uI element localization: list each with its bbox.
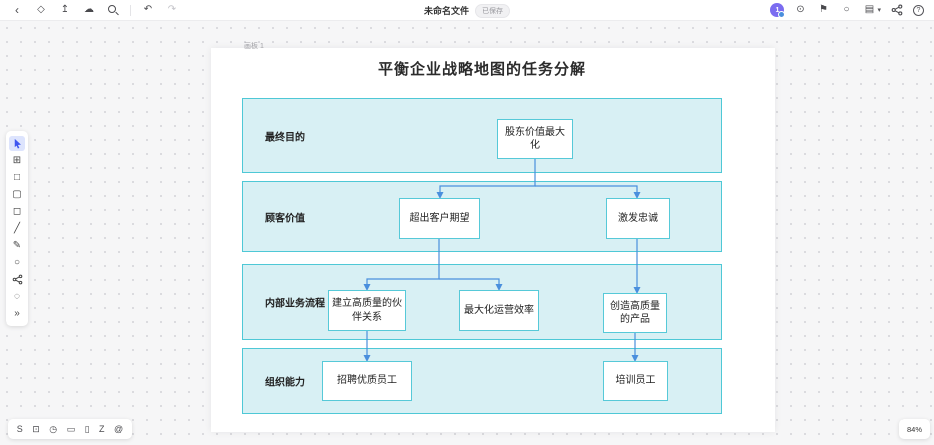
pencil-icon: ✎: [12, 240, 22, 251]
help-icon[interactable]: ?: [913, 4, 924, 16]
shapes-icon[interactable]: ◇: [37, 4, 45, 15]
select-tool[interactable]: [9, 136, 25, 151]
toolbar-right-group: 1 ⊙ ⚑ ○ ▤ ▾ ?: [770, 3, 934, 18]
share-icon[interactable]: [890, 3, 904, 17]
node-operational-efficiency[interactable]: 最大化运营效率: [459, 290, 539, 331]
history-icon[interactable]: @: [114, 423, 124, 434]
square-tool[interactable]: ◻: [9, 204, 25, 219]
avatar[interactable]: 1: [770, 3, 786, 18]
expand-tools-button[interactable]: »: [9, 306, 25, 321]
top-toolbar: ‹ ◇ ↥ ☁ ↶ ↷ 未命名文件 已保存 1 ⊙ ⚑ ○ ▤ ▾ ?: [0, 0, 934, 21]
node-quality-products[interactable]: 创造高质量的产品: [603, 293, 667, 333]
document-title-group: 未命名文件 已保存: [0, 0, 934, 21]
rectangle-tool[interactable]: □: [9, 170, 25, 185]
node-inspire-loyalty[interactable]: 激发忠诚: [606, 198, 670, 239]
bottom-toolbar: S ⊡ ◷ ▭ ▯ Z @: [8, 419, 132, 439]
overview-icon[interactable]: ⊡: [32, 423, 40, 434]
note-icon: ▢: [12, 189, 22, 200]
toolbar-divider: [130, 4, 131, 16]
cloud-sync-icon[interactable]: ☁: [84, 4, 94, 15]
connector-lines: [363, 159, 641, 362]
ellipse-tool[interactable]: ○: [9, 255, 25, 270]
focus-mode-icon[interactable]: ⊙: [796, 4, 805, 15]
node-train-employees[interactable]: 培训员工: [603, 361, 668, 401]
lane-label: 最终目的: [265, 132, 305, 143]
lane-label: 组织能力: [265, 377, 305, 389]
magnifier-glyph: [107, 4, 119, 16]
layout-icon: ▤: [864, 4, 875, 15]
redo-icon[interactable]: ↷: [167, 4, 177, 15]
chevron-down-icon: ▾: [877, 7, 881, 14]
cursor-icon: [14, 138, 21, 149]
timer-icon[interactable]: ◷: [49, 423, 58, 434]
layout-menu-button[interactable]: ▤ ▾: [862, 3, 881, 17]
comment-mode-icon[interactable]: ○: [843, 4, 850, 15]
node-exceed-expectations[interactable]: 超出客户期望: [399, 198, 480, 239]
export-icon[interactable]: ↥: [60, 4, 70, 15]
rectangle-icon: □: [13, 172, 21, 183]
document-title[interactable]: 未命名文件: [423, 6, 469, 16]
lane-ultimate-goal[interactable]: 最终目的: [242, 98, 722, 173]
connector-tool[interactable]: [9, 272, 25, 287]
artboard-label[interactable]: 画板 1: [244, 43, 264, 50]
lane-label: 内部业务流程: [265, 298, 325, 310]
shape-note-tool[interactable]: ▢: [9, 187, 25, 202]
lane-label: 顾客价值: [265, 213, 305, 224]
pencil-tool[interactable]: ✎: [9, 238, 25, 253]
search-icon[interactable]: [106, 3, 120, 17]
announce-icon[interactable]: ⚑: [819, 4, 828, 15]
share-nodes-glyph: [891, 4, 903, 16]
style-icon[interactable]: S: [16, 423, 23, 434]
more-shapes-tool[interactable]: ◌: [9, 289, 25, 304]
canvas-background[interactable]: 画板 1 平衡企业战略地图的任务分解 最终目的 顾客价值 内部业务流程 组织能力: [0, 21, 934, 445]
back-icon[interactable]: ‹: [15, 3, 19, 17]
line-tool[interactable]: ╱: [9, 221, 25, 236]
square-icon: ◻: [12, 206, 22, 217]
connector-icon: [12, 274, 22, 285]
chevron-right-icon: »: [14, 308, 20, 319]
toolbar-left-group: ‹ ◇ ↥ ☁ ↶ ↷: [0, 3, 179, 17]
comment-icon[interactable]: ▭: [66, 423, 76, 434]
line-icon: ╱: [13, 223, 21, 234]
zoom-level-value: 84%: [906, 424, 922, 434]
diagram-title[interactable]: 平衡企业战略地图的任务分解: [377, 61, 586, 78]
tool-panel: ⊞ □ ▢ ◻ ╱ ✎ ○ ◌ »: [6, 131, 28, 326]
node-recruit-employees[interactable]: 招聘优质员工: [322, 361, 412, 401]
zoom-level-button[interactable]: 84%: [899, 419, 930, 439]
more-shapes-icon: ◌: [14, 291, 20, 302]
artboard[interactable]: 平衡企业战略地图的任务分解 最终目的 顾客价值 内部业务流程 组织能力: [211, 48, 775, 432]
node-shareholder-value[interactable]: 股东价值最大化: [497, 119, 573, 159]
node-quality-partnership[interactable]: 建立高质量的伙伴关系: [328, 290, 406, 331]
save-status-badge: 已保存: [475, 3, 510, 18]
present-icon[interactable]: ▯: [84, 423, 90, 434]
ellipse-icon: ○: [13, 257, 21, 268]
frame-icon: ⊞: [12, 155, 22, 166]
undo-icon[interactable]: ↶: [143, 4, 153, 15]
frame-tool[interactable]: ⊞: [9, 153, 25, 168]
shortcut-icon[interactable]: Z: [99, 423, 105, 434]
